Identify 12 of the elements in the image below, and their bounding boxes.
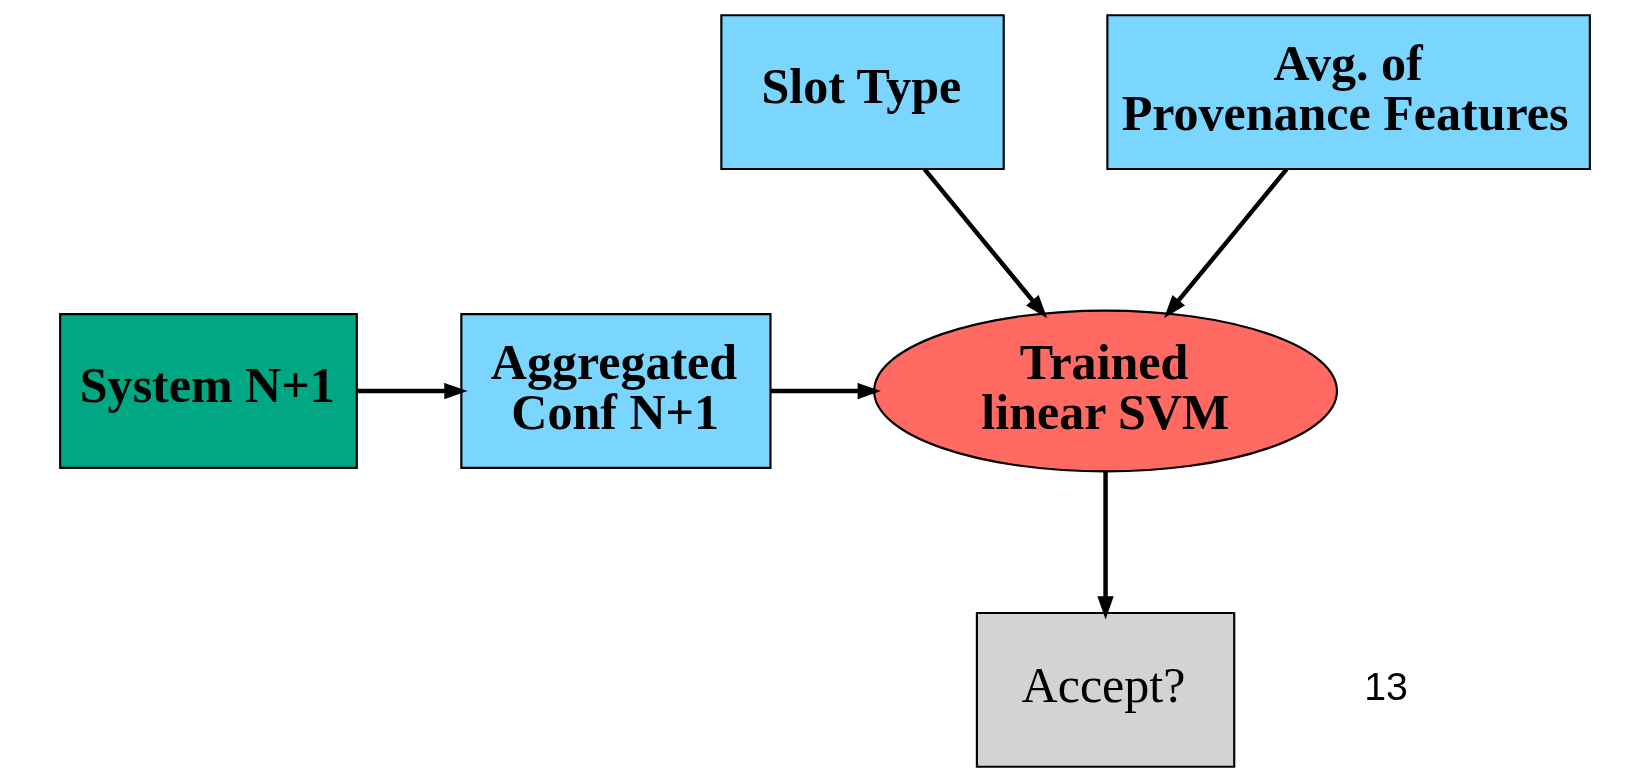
arrow [1163, 167, 1289, 319]
arrow [770, 382, 881, 400]
arrow [922, 167, 1048, 319]
label: 13 [1364, 663, 1408, 708]
node-ellipse: Trained linear SVM [873, 309, 1339, 473]
arrow [357, 382, 468, 400]
node-box: Slot Type [720, 14, 1005, 170]
node-box: Aggregated Conf N+1 [460, 313, 772, 469]
arrow [1097, 471, 1114, 620]
node-box: System N+1 [59, 313, 358, 469]
node-box: Accept? [975, 611, 1236, 768]
node-box: Avg. of Provenance Features [1106, 14, 1591, 170]
